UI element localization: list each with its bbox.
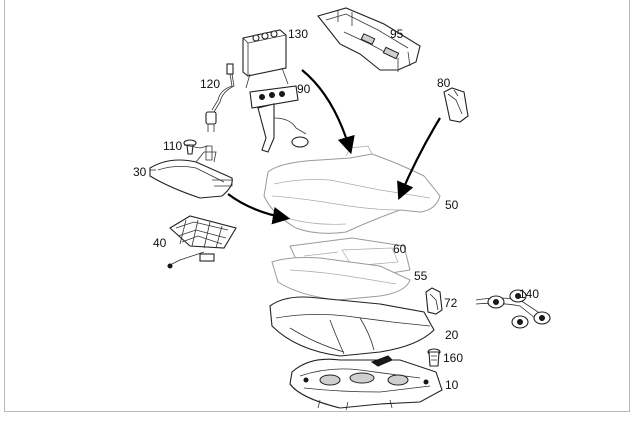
part-50-cushion-cover[interactable] — [263, 145, 441, 234]
part-55-foam-pad[interactable] — [271, 257, 411, 301]
part-120-sensor-cable[interactable] — [205, 63, 235, 132]
label-90: 90 — [297, 82, 311, 96]
part-20-seat-foam[interactable] — [269, 296, 435, 357]
part-labels: 130 95 120 90 80 110 30 50 40 60 55 72 1… — [133, 27, 539, 392]
part-160-bolt[interactable] — [427, 348, 441, 367]
arrow-30-to-cover — [227, 193, 291, 225]
label-40: 40 — [153, 236, 167, 250]
label-72: 72 — [444, 296, 458, 310]
label-140: 140 — [519, 287, 539, 301]
label-20: 20 — [445, 328, 459, 342]
label-55: 55 — [414, 269, 428, 283]
part-10-seat-frame[interactable] — [289, 355, 443, 411]
label-160: 160 — [443, 351, 463, 365]
part-110-fastener[interactable] — [183, 139, 213, 161]
part-40-heating-mat[interactable] — [167, 215, 237, 269]
part-72-clip[interactable] — [425, 287, 443, 315]
label-80: 80 — [437, 76, 451, 90]
diagram-frame — [4, 0, 630, 412]
arrow-80-to-cover — [397, 117, 441, 201]
part-30-heater-pad[interactable] — [149, 151, 233, 199]
arrow-130-to-cover — [301, 69, 355, 155]
leader-lines — [150, 144, 209, 171]
label-130: 130 — [288, 27, 308, 41]
assembly-arrows — [227, 69, 441, 225]
label-30: 30 — [133, 165, 147, 179]
label-95: 95 — [390, 27, 404, 41]
part-95-bracket-plate[interactable] — [317, 7, 421, 72]
label-60: 60 — [393, 242, 407, 256]
part-140-cable-set[interactable] — [475, 289, 551, 329]
label-110: 110 — [163, 139, 182, 153]
part-90-mount-bracket[interactable] — [249, 85, 309, 153]
label-10: 10 — [445, 378, 459, 392]
label-50: 50 — [445, 198, 459, 212]
part-80-clip[interactable] — [443, 87, 469, 123]
part-130-control-unit[interactable] — [242, 29, 289, 89]
label-120: 120 — [200, 77, 220, 91]
